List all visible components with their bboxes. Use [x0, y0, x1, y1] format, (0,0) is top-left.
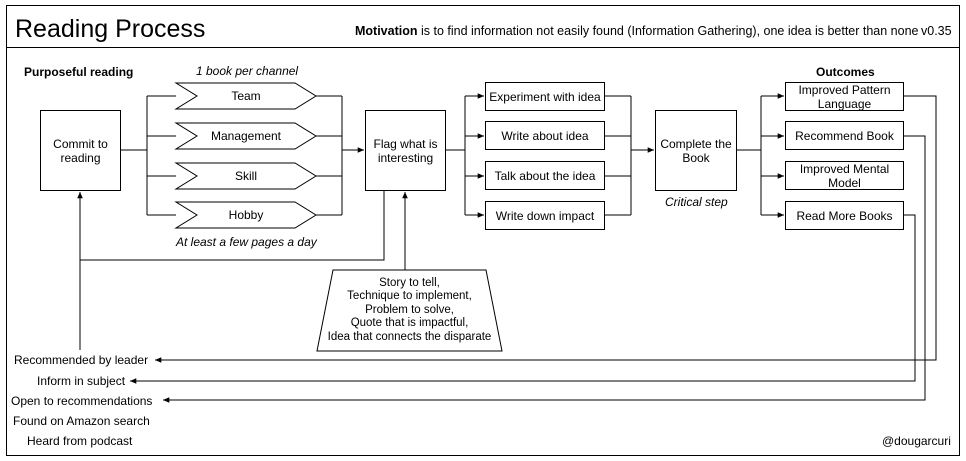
action-write-about: Write about idea — [485, 121, 605, 150]
action-label: Write about idea — [501, 128, 589, 143]
criteria-item: Story to tell, — [379, 276, 440, 289]
motivation-label: Motivation — [355, 24, 418, 38]
outcome-label: Improved Mental Model — [799, 161, 890, 190]
action-label: Write down impact — [495, 208, 595, 223]
criteria-list: Story to tell, Technique to implement, P… — [317, 270, 502, 351]
diagram-frame — [6, 5, 960, 456]
complete-box: Complete the Book — [655, 110, 737, 191]
channel-hobby: Hobby — [228, 208, 264, 222]
complete-note: Critical step — [665, 195, 728, 209]
outcome-label: Recommend Book — [795, 128, 894, 143]
motivation-text: is to find information not easily found … — [417, 24, 919, 38]
channels-caption-bottom: At least a few pages a day — [176, 235, 317, 249]
channels-caption-top: 1 book per channel — [196, 64, 299, 78]
criteria-item: Idea that connects the disparate — [327, 330, 492, 343]
channel-skill: Skill — [234, 169, 257, 183]
arrow-read-more-to-inform — [130, 214, 916, 384]
source-item: Recommended by leader — [14, 353, 149, 367]
source-item: Inform in subject — [37, 374, 126, 388]
commit-box: Commit to reading — [40, 110, 121, 191]
action-talk: Talk about the idea — [485, 161, 605, 190]
action-label: Talk about the idea — [494, 168, 596, 183]
title-bar — [6, 5, 960, 48]
channel-shape-team — [174, 82, 317, 110]
outcome-pattern-language: Improved Pattern Language — [785, 82, 904, 111]
version-label: v0.35 — [921, 24, 952, 38]
channel-management: Management — [210, 129, 282, 143]
channel-shape-management — [174, 122, 317, 150]
channel-shape-skill — [174, 162, 317, 190]
outcomes-heading: Outcomes — [816, 65, 875, 79]
criteria-shape — [316, 269, 503, 352]
channel-shape-hobby — [174, 201, 317, 229]
motivation-statement: Motivation is to find information not ea… — [355, 24, 919, 38]
channel-team: Team — [231, 89, 261, 103]
arrow-recommend-to-open — [163, 135, 926, 403]
arrow-pattern-to-recommended — [155, 95, 937, 363]
source-item: Open to recommendations — [11, 394, 153, 408]
commit-label: Commit to reading — [53, 136, 108, 165]
author-handle: @dougarcuri — [882, 434, 951, 448]
flag-box: Flag what is interesting — [365, 110, 446, 191]
criteria-item: Problem to solve, — [365, 303, 454, 316]
action-label: Experiment with idea — [489, 89, 601, 104]
flag-label: Flag what is interesting — [373, 136, 438, 165]
outcome-label: Read More Books — [796, 208, 893, 223]
purposeful-heading: Purposeful reading — [24, 65, 134, 79]
action-write-impact: Write down impact — [485, 201, 605, 230]
criteria-item: Quote that is impactful, — [350, 317, 469, 330]
source-item: Heard from podcast — [27, 434, 133, 448]
action-experiment: Experiment with idea — [485, 82, 605, 111]
outcome-read-more: Read More Books — [785, 201, 904, 230]
outcome-recommend-book: Recommend Book — [785, 121, 904, 150]
outcome-label: Improved Pattern Language — [798, 82, 891, 111]
outcome-mental-model: Improved Mental Model — [785, 161, 904, 190]
complete-label: Complete the Book — [660, 136, 732, 165]
page-title: Reading Process — [15, 15, 206, 43]
source-item: Found on Amazon search — [13, 414, 150, 428]
criteria-item: Technique to implement, — [347, 290, 472, 303]
